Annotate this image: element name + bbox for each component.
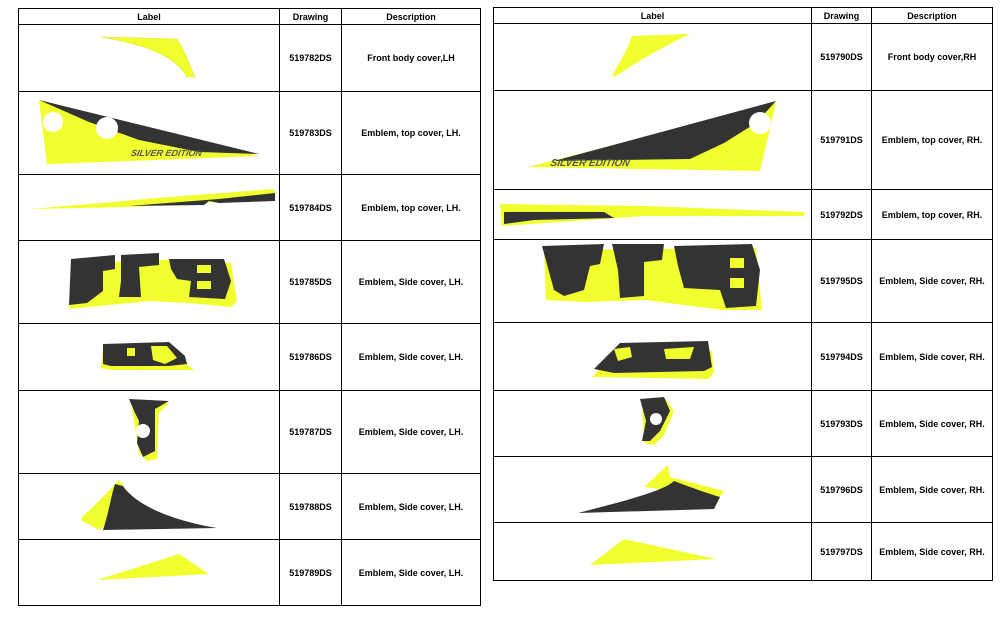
description: Emblem, Side cover, RH. — [871, 322, 993, 391]
decal-side-cover-lh-wedge — [81, 480, 217, 530]
drawing-number: 519786DS — [279, 323, 342, 391]
decal-image-cell — [493, 390, 812, 457]
drawing-number: 519783DS — [279, 91, 342, 175]
drawing-number: 519790DS — [811, 23, 872, 91]
decal-side-cover-rh-small — [640, 397, 674, 445]
drawing-number: 519795DS — [811, 239, 872, 323]
decal-side-cover-lh-triangle — [97, 554, 209, 580]
header-description: Description — [341, 8, 481, 25]
header-drawing: Drawing — [811, 7, 872, 24]
decal-top-cover-rh: SILVER EDITION — [528, 101, 776, 171]
silver-edition-text: SILVER EDITION — [549, 158, 631, 169]
decal-image-cell — [18, 539, 280, 606]
description: Emblem, top cover, LH. — [341, 174, 481, 241]
description: Emblem, Side cover, LH. — [341, 323, 481, 391]
drawing-number: 519789DS — [279, 539, 342, 606]
decal-image-cell — [18, 24, 280, 92]
drawing-number: 519797DS — [811, 522, 872, 581]
header-row: Label Drawing Description — [493, 7, 993, 24]
decal-image-cell — [18, 473, 280, 540]
drawing-number: 519782DS — [279, 24, 342, 92]
table-row: 519793DS Emblem, Side cover, RH. — [493, 390, 993, 457]
table-row: 519792DS Emblem, top cover, RH. — [493, 189, 993, 240]
table-row: 519794DS Emblem, Side cover, RH. — [493, 322, 993, 391]
description: Emblem, top cover, RH. — [871, 189, 993, 240]
drawing-number: 519793DS — [811, 390, 872, 457]
decal-side-cover-lh-medium — [101, 342, 195, 370]
description: Emblem, top cover, RH. — [871, 90, 993, 190]
table-row: 519782DS Front body cover,LH — [18, 24, 481, 92]
table-row: 519795DS Emblem, Side cover, RH. — [493, 239, 993, 323]
decal-front-body-cover-lh — [100, 36, 196, 78]
description: Emblem, Side cover, RH. — [871, 456, 993, 523]
description: Front body cover,LH — [341, 24, 481, 92]
silver-edition-text: SILVER EDITION — [130, 148, 203, 158]
decal-image-cell: SILVER EDITION — [18, 91, 280, 175]
drawing-number: 519788DS — [279, 473, 342, 540]
description: Emblem, top cover, LH. — [341, 91, 481, 175]
header-label: Label — [493, 7, 812, 24]
decal-image-cell — [18, 390, 280, 474]
table-row: 519789DS Emblem, Side cover, LH. — [18, 539, 481, 606]
table-row: 519787DS Emblem, Side cover, LH. — [18, 390, 481, 474]
decal-side-cover-lh-small — [129, 399, 169, 461]
table-row: 519786DS Emblem, Side cover, LH. — [18, 323, 481, 391]
table-row: 519796DS Emblem, Side cover, RH. — [493, 456, 993, 523]
decal-image-cell — [493, 322, 812, 391]
drawing-number: 519787DS — [279, 390, 342, 474]
drawing-number: 519792DS — [811, 189, 872, 240]
decal-image-cell — [493, 189, 812, 240]
decal-top-cover-lh: SILVER EDITION — [39, 100, 259, 164]
header-drawing: Drawing — [279, 8, 342, 25]
decal-side-cover-rh-triangle — [590, 539, 716, 565]
decal-front-body-cover-rh — [612, 34, 690, 76]
description: Emblem, Side cover, LH. — [341, 240, 481, 324]
decal-image-cell — [18, 240, 280, 324]
description: Emblem, Side cover, RH. — [871, 522, 993, 581]
decal-top-cover-rh-strip — [500, 204, 804, 226]
table-row: 519797DS Emblem, Side cover, RH. — [493, 522, 993, 581]
drawing-number: 519791DS — [811, 90, 872, 190]
table-row: 519785DS Emblem, Side cover, LH. — [18, 240, 481, 324]
parts-table-right: Label Drawing Description 519790DS Front… — [493, 7, 993, 581]
header-row: Label Drawing Description — [18, 8, 481, 25]
table-row: SILVER EDITION 519783DS Emblem, top cove… — [18, 91, 481, 175]
description: Emblem, Side cover, RH. — [871, 390, 993, 457]
table-row: 519784DS Emblem, top cover, LH. — [18, 174, 481, 241]
decal-image-cell — [493, 456, 812, 523]
description: Emblem, Side cover, LH. — [341, 390, 481, 474]
decal-side-cover-rh-medium — [592, 341, 714, 379]
header-description: Description — [871, 7, 993, 24]
decal-side-cover-rh-wedge — [578, 465, 724, 513]
table-row: 519790DS Front body cover,RH — [493, 23, 993, 91]
decal-top-cover-lh-strip — [31, 189, 275, 209]
decal-side-cover-lh-large — [69, 253, 237, 309]
description: Front body cover,RH — [871, 23, 993, 91]
header-label: Label — [18, 8, 280, 25]
table-row: 519788DS Emblem, Side cover, LH. — [18, 473, 481, 540]
description: Emblem, Side cover, LH. — [341, 539, 481, 606]
description: Emblem, Side cover, RH. — [871, 239, 993, 323]
drawing-number: 519784DS — [279, 174, 342, 241]
decal-image-cell — [493, 239, 812, 323]
description: Emblem, Side cover, LH. — [341, 473, 481, 540]
drawing-number: 519796DS — [811, 456, 872, 523]
decal-image-cell — [493, 23, 812, 91]
decal-image-cell: SILVER EDITION — [493, 90, 812, 190]
decal-image-cell — [493, 522, 812, 581]
parts-table-left: Label Drawing Description 519782DS Front… — [18, 8, 481, 606]
drawing-number: 519794DS — [811, 322, 872, 391]
decal-side-cover-rh-large — [542, 244, 762, 310]
drawing-number: 519785DS — [279, 240, 342, 324]
decal-image-cell — [18, 323, 280, 391]
decal-image-cell — [18, 174, 280, 241]
table-row: SILVER EDITION 519791DS Emblem, top cove… — [493, 90, 993, 190]
